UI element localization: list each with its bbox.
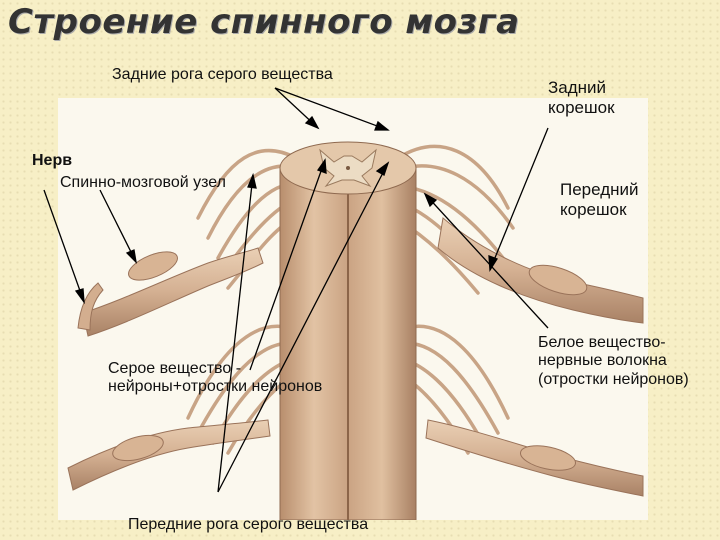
label-dorsal-root-line1: Задний bbox=[548, 78, 615, 98]
label-dorsal-root: Задний корешок bbox=[548, 78, 615, 117]
label-ventral-root-line2: корешок bbox=[560, 200, 639, 220]
label-white-matter: Белое вещество- нервные волокна (отростк… bbox=[538, 334, 689, 389]
label-white-matter-line1: Белое вещество- bbox=[538, 334, 689, 352]
label-dorsal-root-line2: корешок bbox=[548, 98, 615, 118]
label-gray-matter: Серое вещество - нейроны+отростки нейрон… bbox=[108, 360, 322, 397]
label-white-matter-line3: (отростки нейронов) bbox=[538, 371, 689, 389]
label-spinal-ganglion: Спинно-мозговой узел bbox=[60, 174, 226, 192]
label-ventral-horns: Передние рога серого вещества bbox=[128, 516, 368, 534]
label-gray-matter-line1: Серое вещество - bbox=[108, 360, 322, 378]
label-white-matter-line2: нервные волокна bbox=[538, 352, 689, 370]
label-ventral-root: Передний корешок bbox=[560, 180, 639, 219]
label-ventral-root-line1: Передний bbox=[560, 180, 639, 200]
label-gray-matter-line2: нейроны+отростки нейронов bbox=[108, 378, 322, 396]
label-nerve: Нерв bbox=[32, 152, 72, 170]
label-dorsal-horns: Задние рога серого вещества bbox=[112, 66, 333, 84]
